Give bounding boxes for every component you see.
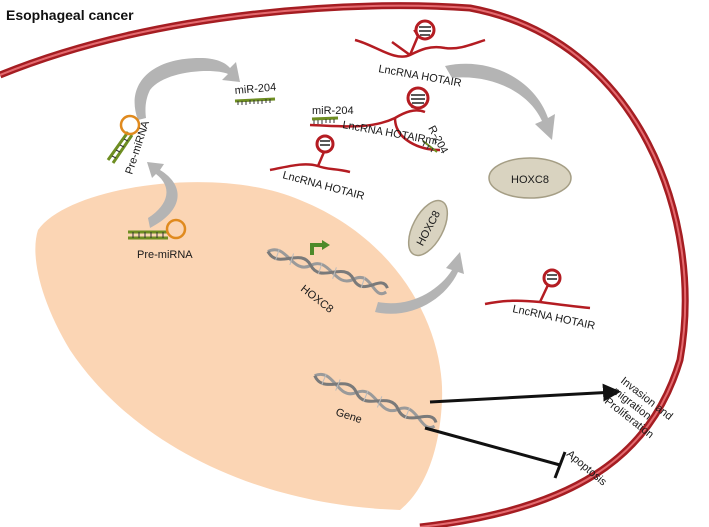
hoxc8-protein-cyto-label: HOXC8	[511, 174, 549, 186]
cell-membrane	[0, 2, 689, 527]
dna-gene	[313, 372, 438, 429]
mir204-free: miR-204	[234, 81, 277, 105]
arrow-premirna-to-mir204	[134, 58, 240, 120]
hoxc8-protein-cytoplasm: HOXC8	[488, 157, 572, 199]
premirna-nucleus: Pre-miRNA	[128, 218, 193, 261]
hoxc8-protein-nucleus: HOXC8	[407, 199, 449, 257]
transcription-start-icon	[310, 243, 324, 255]
lncrna-hotair-top: LncRNA HOTAIR	[354, 19, 486, 90]
arrow-hotair-to-hoxc8	[445, 63, 555, 141]
inhibits-line	[424, 426, 561, 467]
arrow-nucleus-to-cytoplasm-premirna	[147, 162, 178, 228]
premirna-cyto-label: Pre-miRNA	[123, 119, 152, 176]
diagram-title: Esophageal cancer	[6, 7, 134, 23]
premirna-cytoplasm: Pre-miRNA	[106, 114, 152, 176]
inhibits-bar	[553, 451, 567, 479]
outcome-labels: Invasion and migration Proliferation	[602, 375, 675, 441]
hotair-mid-label: LncRNA HOTAIRmi	[341, 119, 437, 147]
lncrna-hotair-right: LncRNA HOTAIR	[484, 268, 596, 332]
arrow-gene-to-hoxc8-protein	[375, 252, 464, 314]
dna-hoxc8-gene	[266, 248, 389, 296]
lncrna-hotair-left: LncRNA HOTAIR	[269, 134, 366, 203]
promotes-arrow	[429, 383, 621, 404]
mir204-bound-label: miR-204	[312, 105, 354, 117]
process-arrows	[134, 58, 555, 314]
mir204-top-label: miR-204	[234, 81, 276, 97]
transcription-arrowhead-icon	[322, 240, 330, 250]
premirna-nuc-label: Pre-miRNA	[137, 249, 193, 261]
nucleus	[35, 182, 443, 511]
